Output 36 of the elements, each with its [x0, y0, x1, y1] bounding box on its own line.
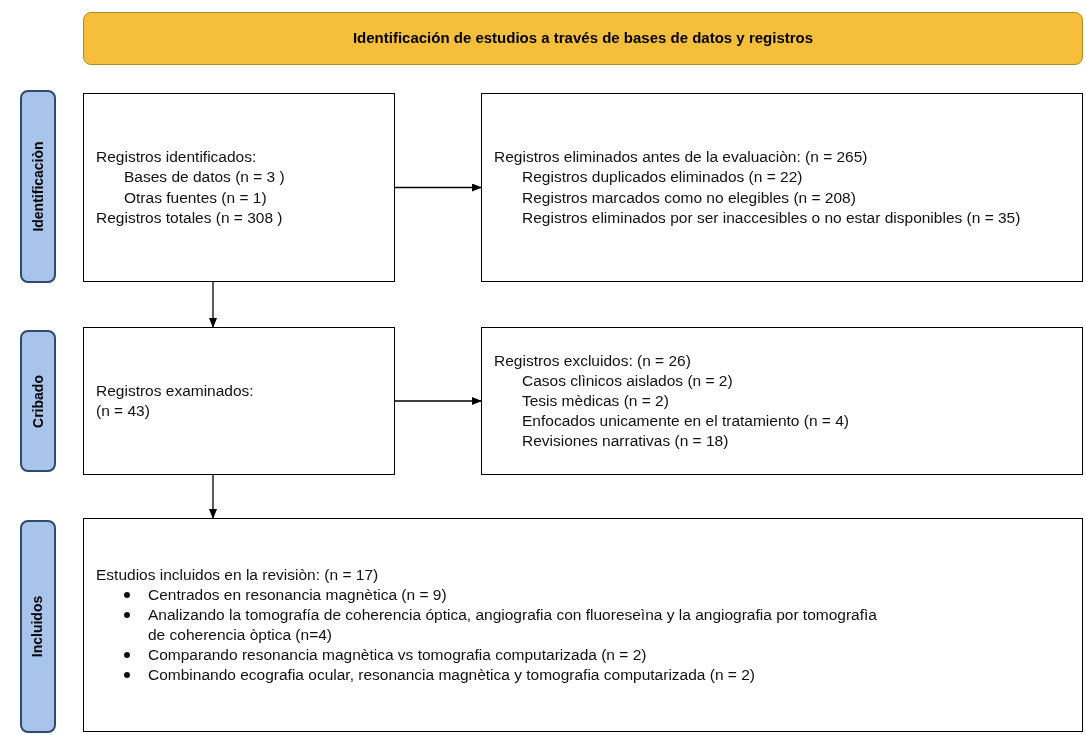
box-text: Bases de datos (n = 3 ) [123, 167, 286, 188]
list-item-text: Combinando ecografia ocular, resonancia magnètica y tomografia computarizada (n = 2) [148, 665, 755, 686]
list-item-text: Centrados en resonancia magnètica (n = 9) [148, 584, 447, 605]
stage-text: Identificaciòn [28, 141, 47, 232]
stage-label [20, 90, 56, 283]
arrow [209, 281, 217, 328]
header-text: Identificación de estudios a través de bases de datos y registros [352, 28, 814, 49]
box-text: Registros totales (n = 308 ) [96, 207, 284, 228]
stage-text: Cribado [28, 374, 47, 428]
box-text: Tesis mèdicas (n = 2) [521, 390, 670, 411]
arrow [394, 183, 482, 192]
box-text: Estudios incluidos en la revisiòn: (n = 17) [96, 564, 380, 585]
header-band [83, 12, 1083, 65]
box-text: Registros identificados: [96, 147, 258, 168]
box-text: Registros eliminados antes de la evaluaciòn: (n = 265) [494, 147, 869, 168]
stage-label [20, 330, 56, 472]
box-text: Otras fuentes (n = 1) [123, 187, 268, 208]
box-text: Revisiones narrativas (n = 18) [521, 431, 730, 452]
box-text: Registros duplicados eliminados (n = 22) [521, 167, 804, 188]
box-text: Registros excluidos: (n = 26) [494, 350, 692, 371]
arrow [394, 397, 482, 405]
stage-text: Incluidos [28, 595, 47, 658]
process-box [481, 93, 1083, 282]
box-text: Registros examinados: (n = 43) [96, 380, 254, 421]
process-box [83, 518, 1083, 732]
process-box [83, 93, 395, 282]
box-text: Casos clìnicos aislados (n = 2) [521, 370, 734, 391]
process-box [481, 327, 1083, 475]
list-item-text: Analizando la tomografía de coherencia óptica, angiografia con fluoreseìna y la angiografia por tomografìa de coherencia òptica (n=4) [148, 604, 878, 645]
list-item-text: Comparando resonancia magnètica vs tomografia computarizada (n = 2) [148, 645, 647, 666]
stage-label [20, 520, 56, 733]
box-text: Enfocados unicamente en el tratamiento (n = 4) [521, 411, 850, 432]
box-text: Registros marcados como no elegibles (n = 208) [521, 187, 857, 208]
arrow [209, 474, 217, 519]
process-box [83, 327, 395, 475]
box-text: Registros eliminados por ser inaccesibles o no estar disponibles (n = 35) [521, 207, 1022, 228]
